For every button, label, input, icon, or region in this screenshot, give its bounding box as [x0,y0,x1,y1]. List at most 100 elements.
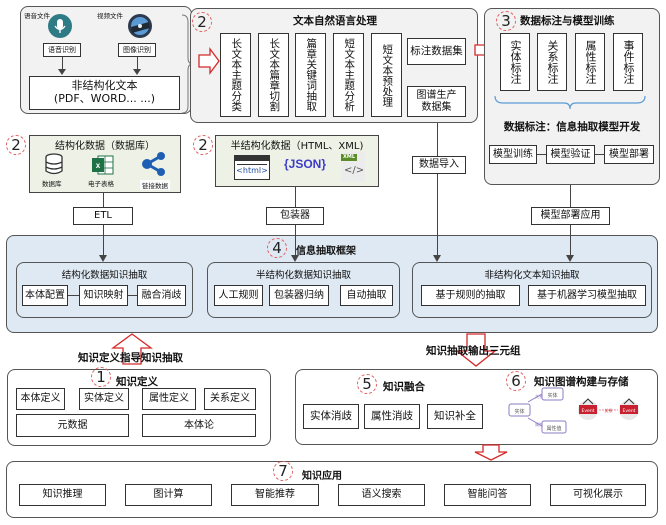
event-relation-label: 关系 [605,407,613,413]
extraction-item: 基于规则的抽取 [421,285,520,306]
structured-data-title: 结构化数据（数据库） [55,141,155,152]
spreadsheet-label: 电子表格 [88,180,114,188]
definition-item: 属性定义 [142,388,196,410]
graph-node-entity2-label: 实体 [547,392,557,399]
brace-bottom-icon [494,94,646,112]
event-node-2-label: Event [623,408,636,414]
linked-data-label: 链接数据 [140,180,170,190]
extraction-output-triples-label: 知识抽取输出三元组 [426,345,521,357]
xml-file-icon: XML </> [341,152,365,182]
application-item: 可视化展示 [550,484,646,506]
arrow-head [99,255,107,262]
definition-guides-extraction-label: 知识定义指导知识抽取 [78,352,183,364]
annotation-item: 事件标注 [613,33,643,91]
step-5-badge: 5 [357,374,377,394]
nlp-item: 长文本篇章切割 [258,33,289,117]
arrow-head [58,69,66,75]
html-icon-text: <html> [236,166,268,175]
step-7-badge: 7 [273,461,293,481]
definition-item: 实体定义 [79,388,129,410]
video-file-label: 视频文件 [97,12,123,20]
pipeline-model-deploy: 模型部署 [604,145,654,164]
graph-node-entity [508,403,531,417]
graph-production-dataset-box: 图谱生产数据集 [407,86,466,117]
wrapper-label: 包装器 [266,207,324,225]
graph-node-attr-value [541,420,567,434]
step-4-badge: 4 [267,238,287,258]
model-deploy-apply-label: 模型部署应用 [531,207,610,225]
data-import-label: 数据导入 [412,156,466,174]
extraction-title: 信息抽取框架 [296,246,356,257]
definition-item: 元数据 [16,414,129,437]
knowledge-application-panel [6,461,658,518]
arrow-head [566,255,574,262]
graph-edge-attribute [527,417,543,427]
excel-icon: x [92,155,114,175]
step-2-badge: 2 [6,135,26,155]
knowledge-definition-title: 知识定义 [116,376,158,388]
annotation-item: 关系标注 [537,33,567,91]
red-arrow-down-icon [474,444,508,461]
event-node-1 [579,405,597,414]
xml-icon-text: XML [341,154,357,161]
speech-recognition-box: 语音识别 [43,43,81,57]
pipeline-model-validate: 模型验证 [546,145,595,164]
application-item: 知识推理 [19,484,106,506]
unstructured-text-box: 非结构化文本 (PDF、WORD... ...) [29,76,180,110]
nlp-item: 短文本主题分析 [333,33,364,117]
nlp-item: 短文本预处理 [371,33,402,117]
structured-extraction-title: 结构化数据知识抽取 [61,270,148,281]
graph-edge-relation [527,393,543,403]
nlp-title: 文本自然语言处理 [293,15,377,27]
step-1-badge: 1 [91,367,111,387]
semi-structured-data-title: 半结构化数据（HTML、XML) [230,141,364,152]
definition-item: 本体定义 [16,388,65,410]
application-item: 智能问答 [444,484,531,506]
graph-node-attr-value-label: 属性值 [546,425,561,432]
extraction-item: 本体配置 [22,285,68,306]
knowledge-application-title: 知识应用 [302,471,342,482]
svg-text:x: x [96,161,101,170]
definition-item: 关系定义 [204,388,256,410]
extraction-item: 基于机器学习模型抽取 [528,285,646,306]
image-recognition-box: 图像识别 [118,43,156,57]
database-icon [45,153,63,175]
fusion-item: 实体消歧 [303,404,359,429]
extraction-item: 知识映射 [79,285,128,306]
html-icon: <html> [234,155,270,180]
extraction-item: 人工规则 [214,285,263,306]
red-arrow-down-icon [455,333,497,367]
step-3-badge: 3 [496,11,516,31]
kg-construction-storage-title: 知识图谱构建与存储 [534,376,629,388]
annotation-subtitle: 数据标注：信息抽取模型开发 [503,121,641,133]
application-item: 图计算 [125,484,212,506]
red-arrow-up-icon [111,333,153,365]
database-label: 数据库 [42,180,62,188]
extraction-item: 自动抽取 [340,285,393,306]
semi-structured-extraction-title: 半结构化数据知识抽取 [255,270,351,281]
graph-edge-relation-label: 关系 [535,393,543,399]
unstructured-text-title: 非结构化文本 [71,79,138,93]
knowledge-fusion-title: 知识融合 [383,381,425,393]
entity-graph-diagram: 实体 实体 属性值 关系 属性 Event 关系 Event [508,387,639,434]
arrow-head [133,69,141,75]
annotation-item: 属性标注 [575,33,605,91]
graph-edge-attribute-label: 属性 [535,421,543,427]
unstructured-extraction-title: 非结构化文本知识抽取 [484,270,580,281]
step-2-badge: 2 [192,12,212,32]
microphone-icon [48,14,72,38]
audio-file-label: 语音文件 [24,12,50,20]
step-6-badge: 6 [506,371,526,391]
application-item: 语义搜索 [338,484,425,506]
etl-label: ETL [73,207,133,225]
arrow-head [433,255,441,262]
nlp-item: 长文本主题分类 [220,33,251,117]
annotation-item: 实体标注 [500,33,530,91]
extraction-item: 融合消歧 [137,285,186,306]
video-reel-icon [128,14,152,38]
event-node-2 [620,405,638,414]
extraction-item: 包装器归纳 [269,285,329,306]
step-2-badge: 2 [193,135,213,155]
annotation-title: 数据标注与模型训练 [520,15,615,27]
graph-node-entity-label: 实体 [514,408,524,415]
